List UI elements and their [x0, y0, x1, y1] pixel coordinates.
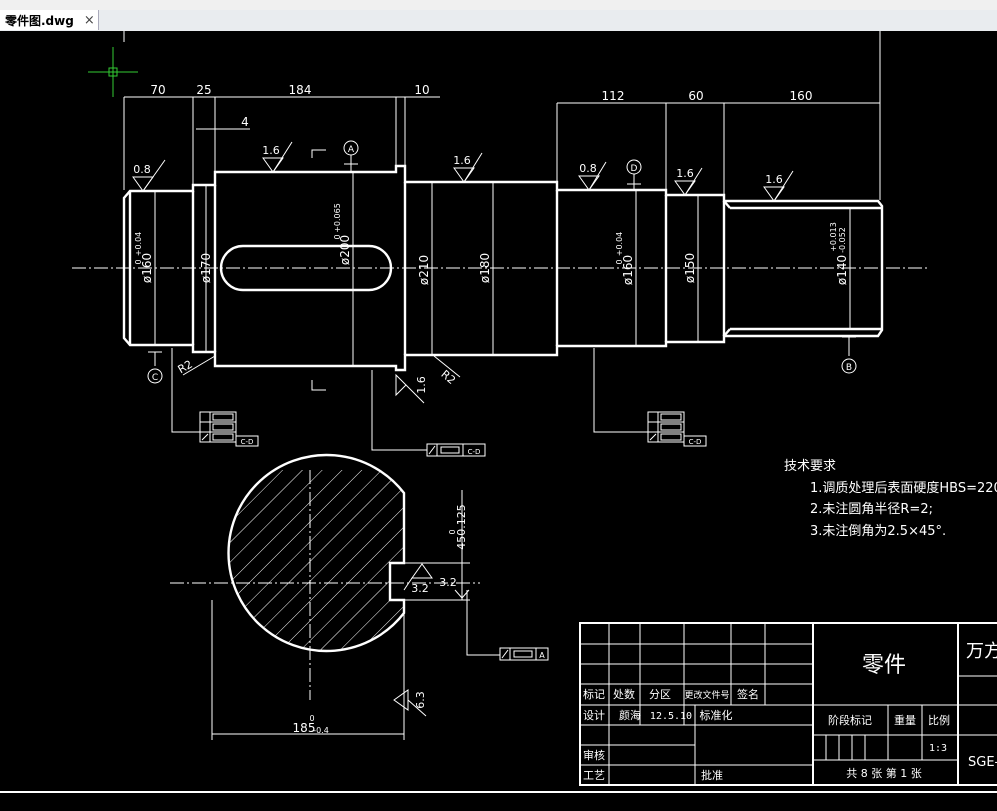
tech-item-3: 3.未注倒角为2.5×45°.	[810, 524, 946, 539]
tb-fenqu: 分区	[649, 688, 671, 701]
roughness-1-6-c: 1.6	[676, 167, 694, 180]
dim-tol140-lo: -0.052	[838, 227, 847, 253]
datum-c: C	[152, 373, 158, 383]
gdt-a: A	[539, 651, 545, 660]
dim-tol200-up: +0.065	[333, 203, 342, 233]
tb-chushu: 处数	[613, 688, 635, 701]
dim-185: 185	[293, 721, 316, 735]
dim-450-tol: 0	[448, 529, 457, 534]
close-icon[interactable]: ×	[83, 12, 95, 28]
dim-phi210: ø210	[417, 255, 431, 285]
tb-qianming: 签名	[737, 687, 759, 701]
roughness-1-6-d: 1.6	[765, 173, 783, 186]
frame-lines	[123, 31, 881, 120]
dim-185-tol-up: 0	[309, 714, 314, 723]
tech-item-1: 1.调质处理后表面硬度HBS=220-	[810, 480, 997, 496]
roughness-1-6-e: 1.6	[415, 376, 428, 394]
tb-pizhun: 批准	[701, 768, 723, 782]
roughness-1-6-a: 1.6	[262, 144, 280, 157]
dim-70: 70	[150, 83, 165, 97]
dim-tol-mid-lo: 0	[615, 259, 624, 264]
part-name: 零件	[862, 653, 906, 678]
dim-r2-right: R2	[438, 368, 458, 387]
tech-title: 技术要求	[784, 459, 836, 474]
document-tab[interactable]: 零件图.dwg ×	[0, 10, 99, 30]
dim-tol200-lo: 0	[333, 234, 342, 239]
company-name: 万方	[966, 641, 997, 662]
roughness-0-8-mid: 0.8	[579, 162, 597, 175]
shaft-dimension-lines	[123, 96, 881, 656]
dim-r2-left: R2	[176, 358, 195, 377]
tb-gongyi: 工艺	[583, 769, 605, 782]
tb-biaoji: 标记	[583, 687, 605, 701]
roughness-symbols	[132, 141, 794, 404]
roughness-1-6-b: 1.6	[453, 154, 471, 167]
gdt-cd-left: C-D	[241, 438, 254, 446]
document-tab-strip: 零件图.dwg ×	[0, 10, 997, 32]
dim-25: 25	[196, 83, 211, 97]
datum-d: D	[631, 164, 638, 174]
dim-tol-mid-up: +0.04	[615, 232, 624, 257]
tb-date: 12.5.10	[650, 711, 692, 722]
dim-phi170: ø170	[199, 253, 213, 283]
tb-sheji: 设计	[583, 709, 605, 722]
gdt-frames	[199, 411, 707, 661]
dim-tol140-up: +0.013	[829, 222, 838, 252]
tb-designer: 颜海	[619, 708, 641, 722]
tb-gengai: 更改文件号	[684, 689, 729, 701]
roughness-3-2-a: 3.2	[411, 582, 429, 595]
crosshair-cursor	[88, 47, 138, 97]
dim-tol-left-lo: 0	[134, 259, 143, 264]
tb-sheets: 共 8 张 第 1 张	[846, 766, 921, 780]
gdt-texts: C-D C-D C-D A	[241, 438, 702, 660]
dim-450: 450.125	[455, 504, 468, 550]
roughness-values: 0.8 1.6 1.6 0.8 1.6 1.6 1.6	[133, 144, 783, 394]
tb-drawing-no: SGE-	[968, 755, 997, 770]
roughness-3-2-b: 3.2	[439, 576, 457, 589]
gdt-cd-center: C-D	[468, 448, 481, 456]
command-line-area[interactable]	[0, 791, 997, 811]
dim-184: 184	[289, 83, 312, 97]
dim-phi200: ø200	[338, 235, 352, 265]
dim-phi150: ø150	[683, 253, 697, 283]
section-view: 3.2 3.2 6.3 185 -0.4 0 0 450.125	[211, 453, 470, 740]
cad-drawing: 70 25 184 10 4 112 60 160 ø160 +0.04 0 ø…	[72, 31, 997, 786]
dim-4: 4	[241, 115, 249, 129]
document-tab-label: 零件图.dwg	[5, 13, 74, 28]
dim-160: 160	[790, 89, 813, 103]
dim-phi180: ø180	[478, 253, 492, 283]
tb-shenhe: 审核	[583, 748, 605, 762]
datum-letters: A C D B	[152, 145, 852, 383]
title-block	[579, 622, 997, 786]
roughness-6-3: 6.3	[414, 691, 427, 709]
dim-phi160-left: ø160	[140, 253, 154, 283]
dim-phi160-mid: ø160	[621, 255, 635, 285]
datum-b: B	[846, 363, 852, 373]
tech-item-2: 2.未注圆角半径R=2;	[810, 502, 933, 517]
roughness-0-8-left: 0.8	[133, 163, 151, 176]
dim-60: 60	[688, 89, 703, 103]
tb-jieduan: 阶段标记	[828, 713, 872, 727]
title-block-texts: 零件 万方 标记 处数 分区 更改文件号 签名 设计 颜海 12.5.10 标准…	[583, 641, 997, 782]
tb-scale: 1:3	[929, 743, 947, 754]
datum-a: A	[348, 145, 355, 155]
tb-biaozhunhua: 标准化	[700, 708, 733, 722]
centerlines	[72, 267, 930, 700]
technical-requirements: 技术要求 1.调质处理后表面硬度HBS=220- 2.未注圆角半径R=2; 3.…	[784, 459, 997, 539]
gdt-cd-right: C-D	[689, 438, 702, 446]
datum-markers	[147, 140, 857, 384]
dim-tol-left-up: +0.04	[134, 232, 143, 257]
drawing-canvas[interactable]: 70 25 184 10 4 112 60 160 ø160 +0.04 0 ø…	[0, 31, 997, 791]
dim-phi140: ø140	[835, 255, 849, 285]
tb-bili: 比例	[928, 713, 950, 727]
shaft-dimension-texts: 70 25 184 10 4 112 60 160 ø160 +0.04 0 ø…	[134, 83, 849, 387]
dim-10: 10	[414, 83, 429, 97]
tb-zhongliang: 重量	[894, 713, 916, 727]
dim-185-tol-lo: -0.4	[313, 726, 329, 735]
dim-112: 112	[602, 89, 625, 103]
shaft-outline	[122, 164, 884, 372]
